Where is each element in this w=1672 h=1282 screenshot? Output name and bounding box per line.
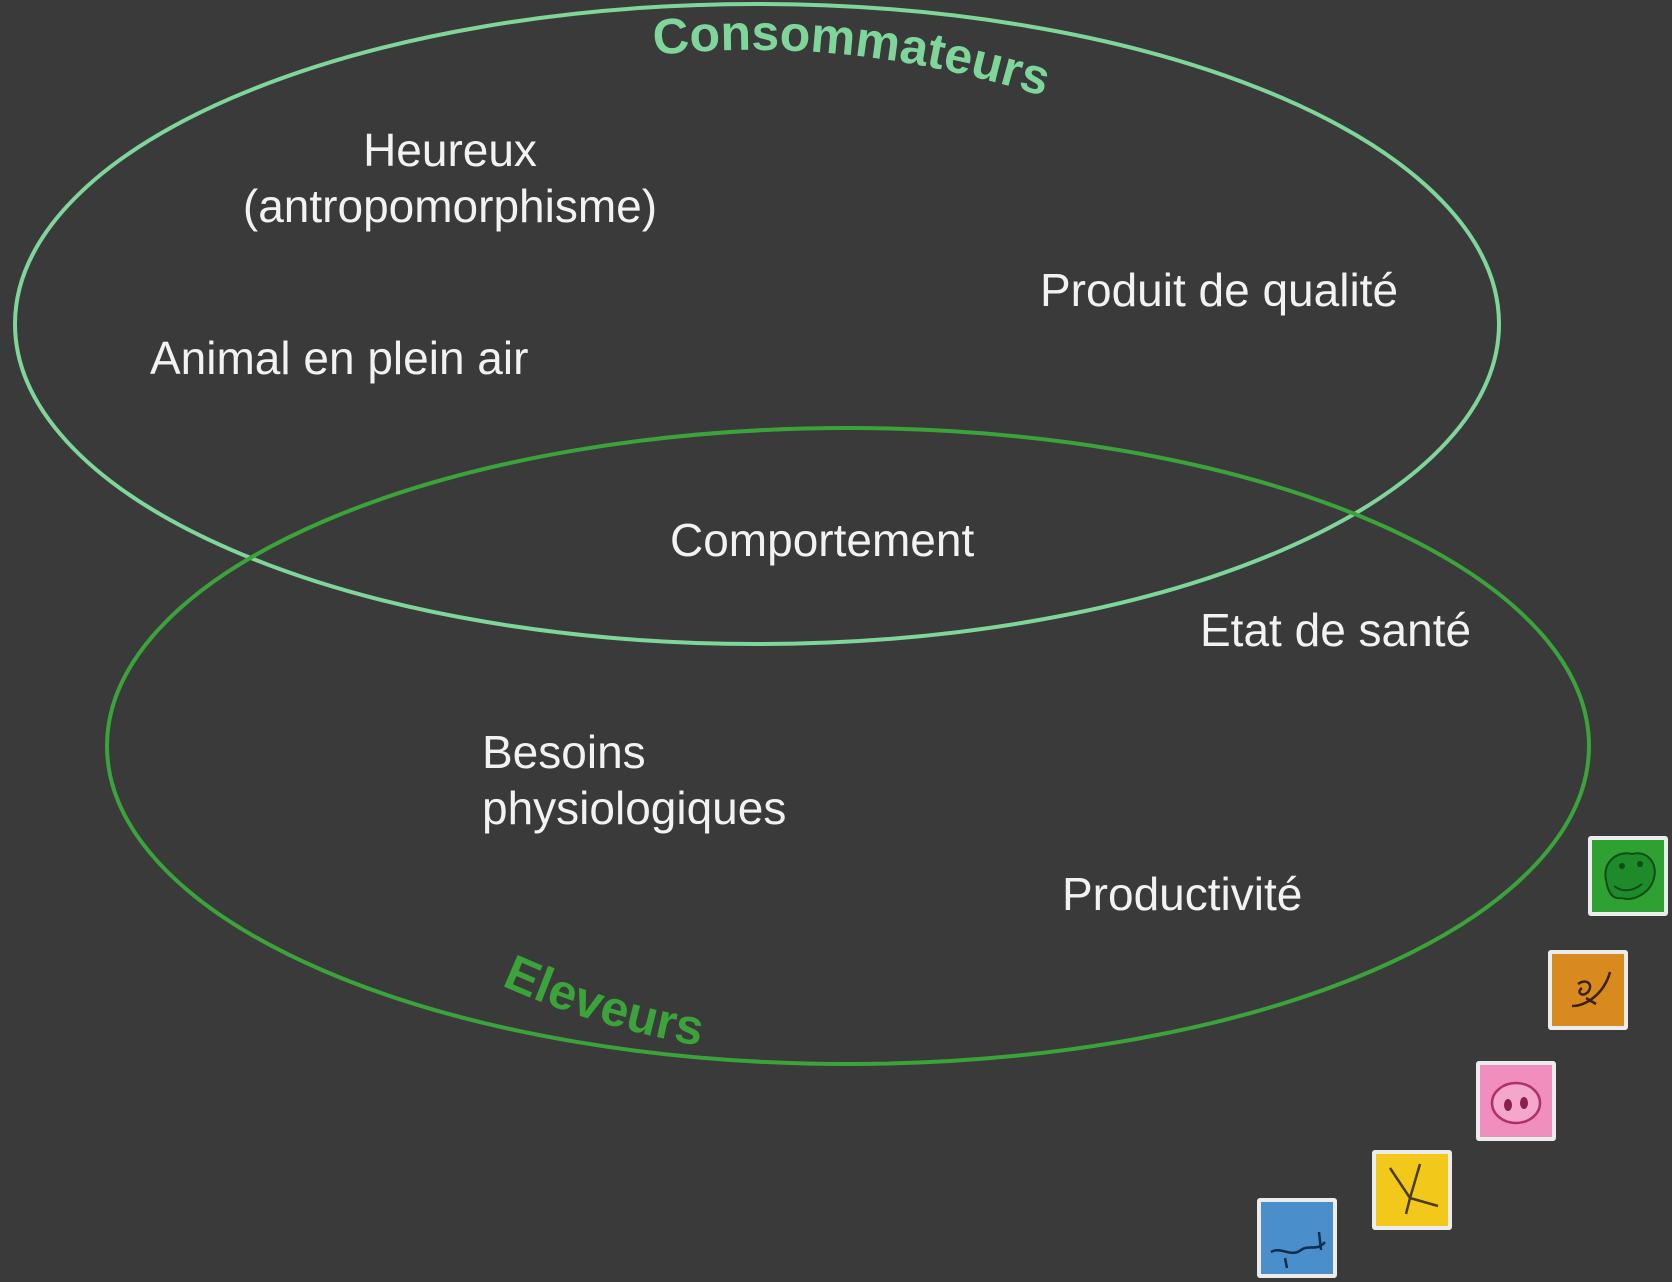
besoins-line-1: Besoins [482, 726, 646, 778]
etat-sante-label: Etat de santé [1200, 604, 1472, 656]
heureux-line-1: Heureux [363, 124, 537, 176]
besoins-line-2: physiologiques [482, 782, 787, 834]
comportement-label: Comportement [670, 514, 975, 566]
animal-plein-air-label: Animal en plein air [150, 332, 529, 384]
tadpole-icon [1571, 971, 1612, 1008]
consumers-ellipse [13, 2, 1501, 646]
besoins-label: Besoins physiologiques [482, 724, 786, 836]
frog-icon [1604, 852, 1656, 900]
heureux-line-2: (antropomorphisme) [242, 180, 658, 232]
farmers-ellipse [105, 426, 1591, 1066]
cow-muzzle-icon [1270, 1231, 1326, 1269]
heureux-label: Heureux (antropomorphisme) [200, 122, 700, 234]
productivite-label: Productivité [1062, 868, 1303, 920]
pig-snout-tile [1476, 1061, 1556, 1141]
pig-snout-icon [1490, 1081, 1542, 1125]
produit-qualite-label: Produit de qualité [1040, 264, 1399, 316]
bird-foot-icon [1388, 1163, 1439, 1215]
cow-muzzle-tile [1257, 1198, 1337, 1278]
bird-foot-tile [1372, 1150, 1452, 1230]
frog-tile [1588, 836, 1668, 916]
tadpole-tile [1548, 950, 1628, 1030]
farmers-set-title: Eleveurs [497, 944, 709, 1057]
